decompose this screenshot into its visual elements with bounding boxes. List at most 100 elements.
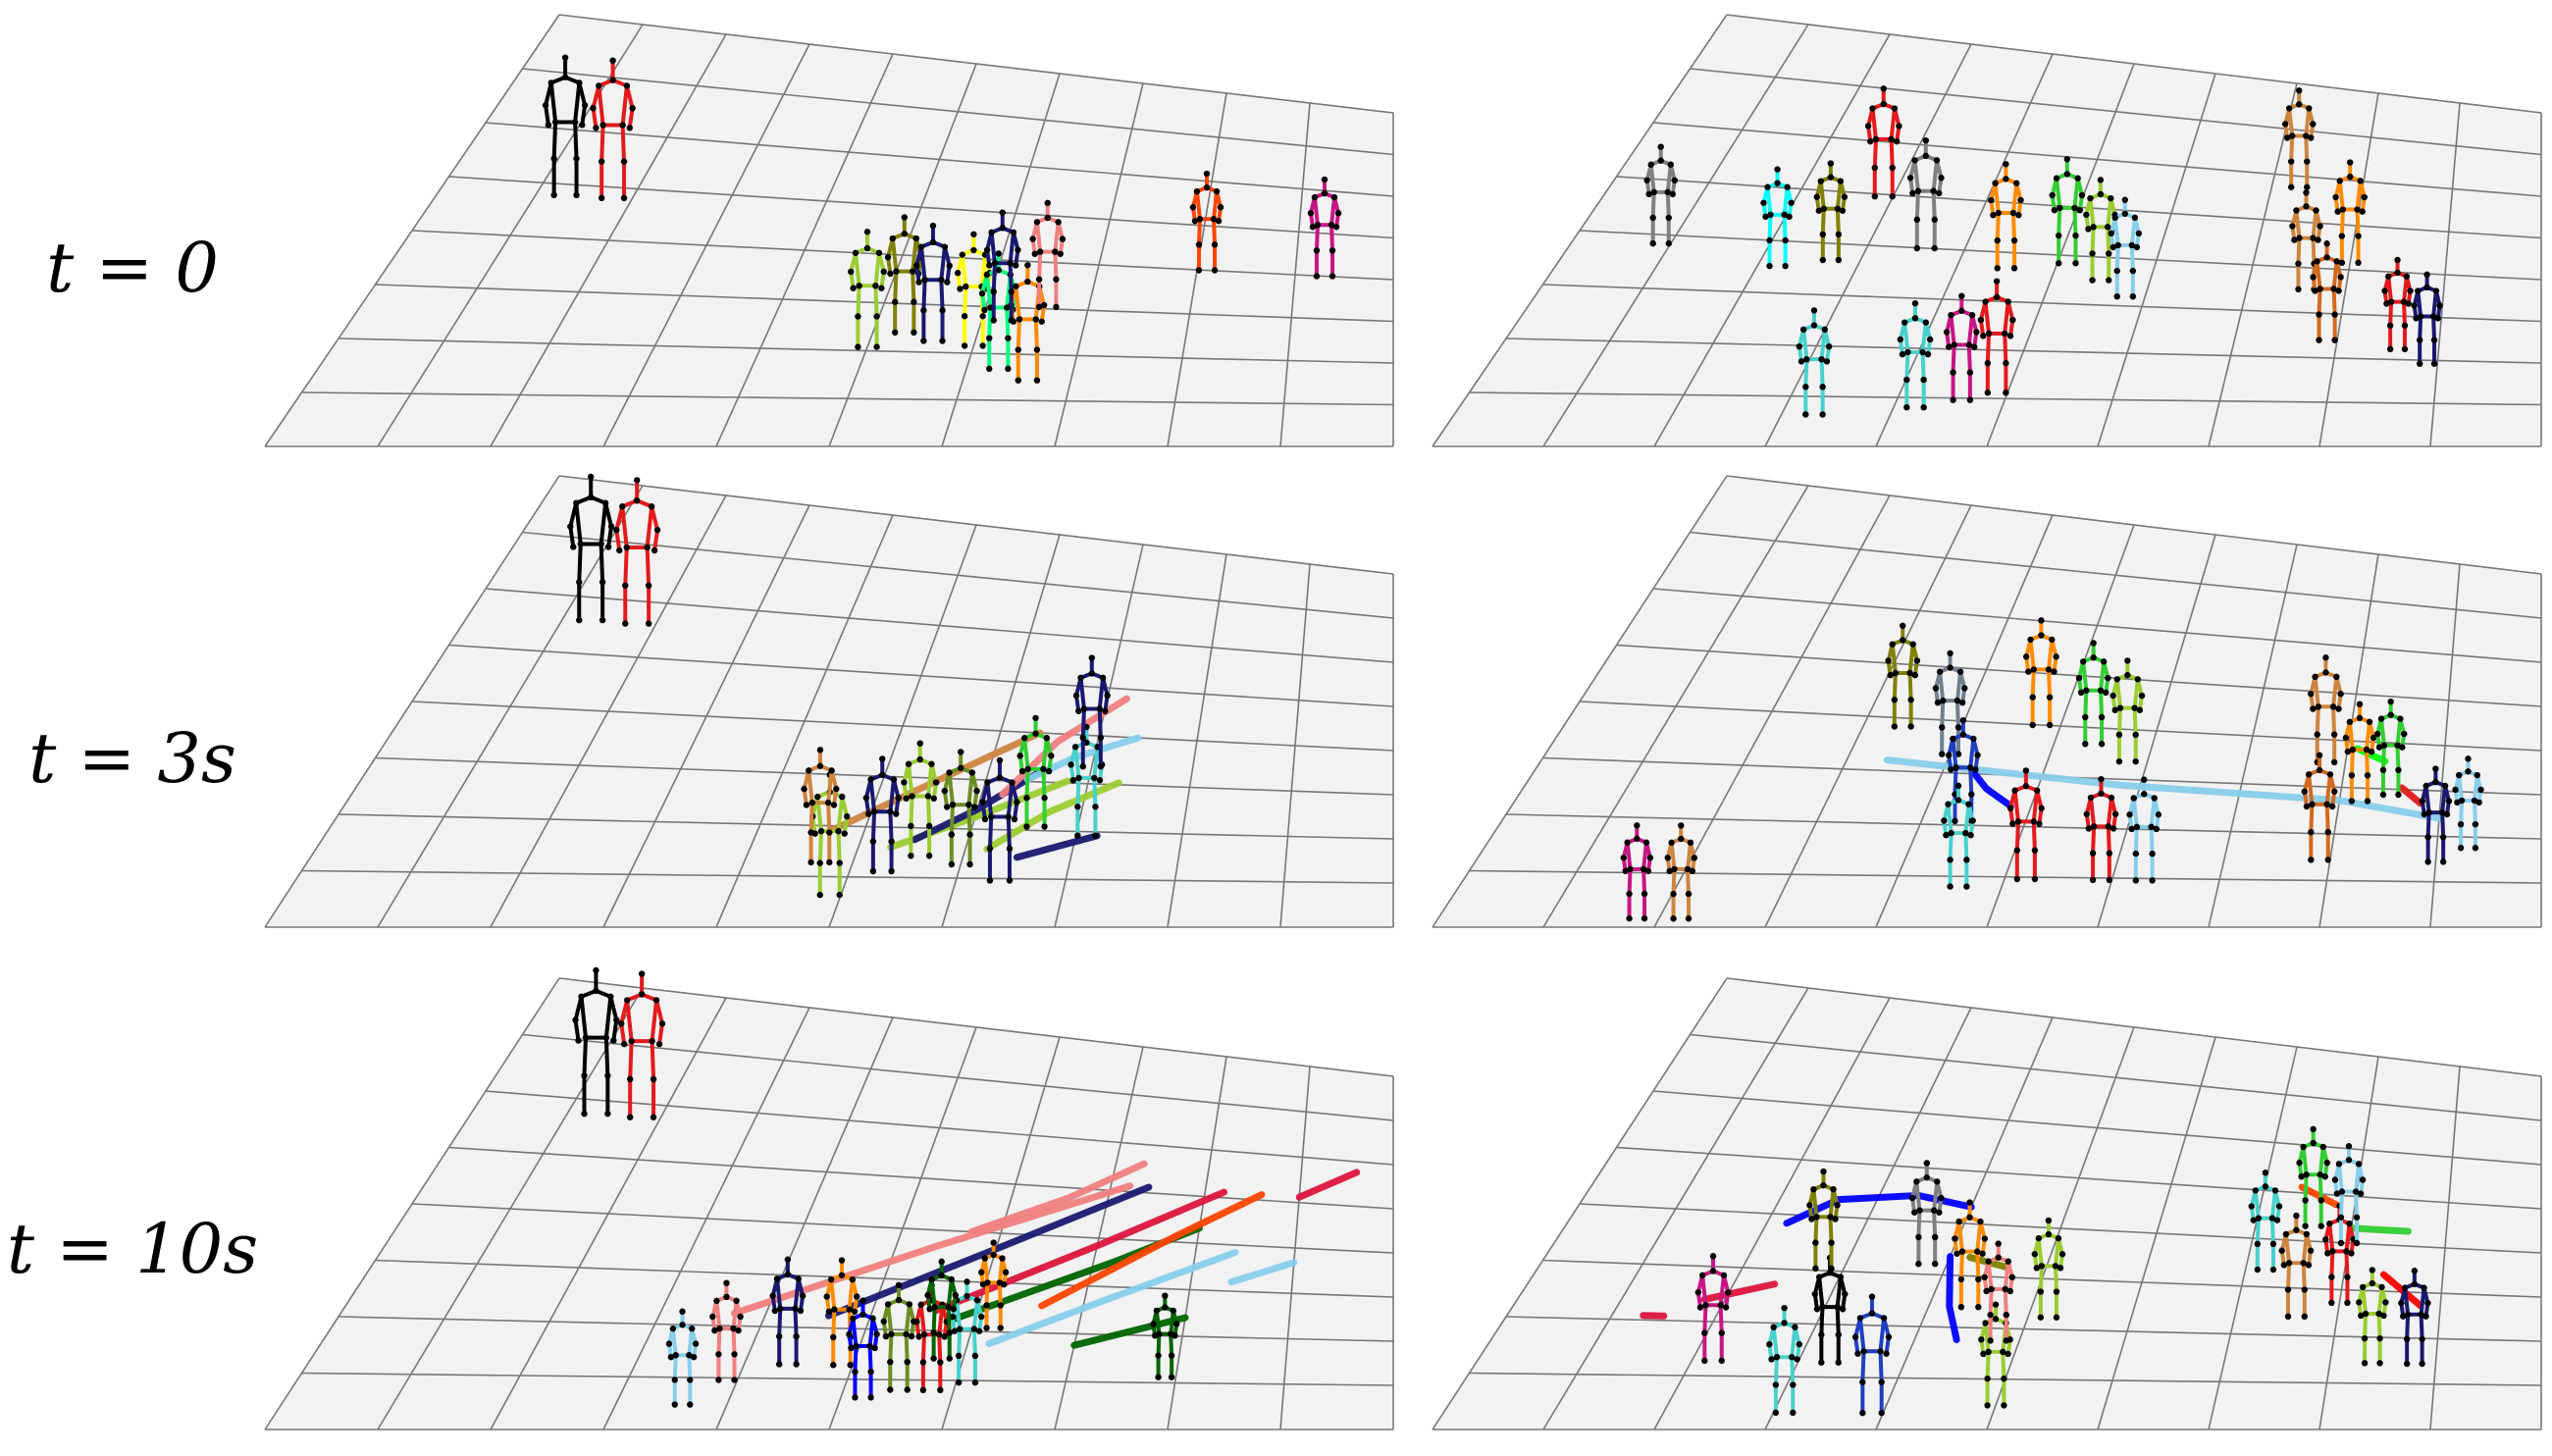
skeleton-joint — [650, 1075, 657, 1083]
skeleton-joint — [1941, 817, 1948, 824]
skeleton-joint — [1946, 752, 1953, 758]
skeleton-joint — [2283, 134, 2291, 141]
skeleton-joint — [1864, 123, 1872, 130]
skeleton-joint — [1818, 1359, 1825, 1366]
skeleton-figure — [1952, 1199, 1989, 1311]
skeleton-joint — [1972, 766, 1979, 773]
skeleton-joint — [2332, 193, 2339, 201]
skeleton-joint — [2010, 265, 2018, 272]
skeleton-figure — [1806, 1168, 1841, 1273]
skeleton-joint — [984, 1279, 991, 1286]
skeleton-joint — [1015, 346, 1021, 353]
skeleton-joint — [2324, 857, 2331, 863]
skeleton-joint — [1010, 229, 1017, 236]
skeleton-joint — [1955, 1218, 1962, 1225]
skeleton-joint — [795, 1275, 802, 1282]
skeleton-joint — [1981, 1274, 1988, 1281]
skeleton-joint — [588, 494, 595, 500]
skeleton-joint — [970, 246, 977, 254]
skeleton-joint — [2335, 705, 2342, 712]
skeleton-joint — [2271, 1187, 2279, 1194]
skeleton-joint — [2082, 741, 2089, 748]
skeleton-joint — [1053, 276, 1060, 283]
skeleton-joint — [1957, 1304, 1965, 1311]
skeleton-joint — [2108, 194, 2114, 202]
skeleton-joint — [1328, 247, 1336, 254]
trajectory-trail — [932, 1188, 1228, 1315]
skeleton-joint — [1970, 735, 1977, 743]
skeleton-joint — [2348, 1250, 2355, 1257]
skeleton-joint — [893, 268, 900, 275]
skeleton-joint — [841, 830, 848, 837]
skeleton-joint — [1987, 1337, 1994, 1344]
skeleton-joint — [1782, 262, 1789, 270]
skeleton-joint — [996, 1279, 1004, 1286]
skeleton-joint — [901, 779, 908, 786]
skeleton-joint — [2304, 183, 2311, 190]
skeleton-joint — [1694, 1289, 1701, 1296]
skeleton-joint — [1760, 199, 1767, 206]
skeleton-figure — [709, 1279, 744, 1383]
skeleton-joint — [1044, 199, 1051, 207]
skeleton-joint — [1818, 1331, 1825, 1338]
skeleton-joint — [1993, 278, 2001, 285]
skeleton-joint — [2432, 287, 2440, 294]
skeleton-joint — [996, 756, 1004, 764]
skeleton-joint — [1954, 751, 1962, 757]
skeleton-joint — [2432, 778, 2439, 786]
skeleton-joint — [801, 785, 807, 793]
skeleton-joint — [576, 579, 583, 586]
skeleton-joint — [1038, 318, 1045, 325]
skeleton-joint — [855, 313, 861, 320]
skeleton-joint — [2035, 1234, 2043, 1242]
skeleton-joint — [1947, 857, 1953, 863]
skeleton-joint — [2344, 1274, 2351, 1280]
skeleton-figure — [1016, 714, 1055, 830]
skeleton-joint — [988, 813, 995, 820]
skeleton-figure — [2126, 776, 2162, 884]
skeleton-joint — [2421, 1284, 2427, 1291]
skeleton-joint — [1934, 1178, 1941, 1185]
skeleton-joint — [572, 1016, 579, 1023]
skeleton-joint — [945, 1304, 952, 1311]
skeleton-joint — [2287, 158, 2295, 165]
skeleton-joint — [1868, 1310, 1876, 1317]
skeleton-joint — [2316, 337, 2322, 343]
skeleton-joint — [2293, 1226, 2300, 1233]
skeleton-joint — [1762, 213, 1769, 221]
skeleton-joint — [2108, 230, 2114, 237]
skeleton-joint — [1796, 342, 1803, 350]
skeleton-joint — [1210, 216, 1218, 223]
skeleton-joint — [2133, 243, 2141, 251]
skeleton-joint — [941, 243, 949, 250]
skeleton-joint — [613, 1016, 620, 1023]
skeleton-figure — [880, 1281, 917, 1393]
skeleton-joint — [1968, 791, 1975, 798]
skeleton-joint — [1961, 685, 1968, 692]
skeleton-joint — [1045, 767, 1053, 775]
skeleton-joint — [602, 1034, 610, 1041]
skeleton-joint — [1871, 192, 1878, 200]
skeleton-joint — [981, 306, 988, 314]
skeleton-joint — [2009, 209, 2017, 217]
skeleton-joint — [1644, 867, 1652, 874]
skeleton-joint — [2130, 795, 2137, 802]
skeleton-joint — [958, 749, 964, 755]
skeleton-joint — [1958, 1248, 1966, 1255]
skeleton-joint — [1915, 1233, 1922, 1241]
skeleton-joint — [895, 1296, 903, 1304]
skeleton-joint — [1854, 1350, 1861, 1357]
skeleton-joint — [2333, 258, 2340, 265]
skeleton-joint — [1950, 396, 1956, 403]
skeleton-joint — [873, 1330, 880, 1338]
skeleton-joint — [2330, 286, 2337, 292]
floor-plane — [1432, 978, 2541, 1430]
skeleton-joint — [2006, 333, 2014, 339]
skeleton-joint — [2000, 1348, 2006, 1356]
skeleton-joint — [2141, 776, 2148, 783]
skeleton-joint — [1889, 641, 1896, 648]
skeleton-joint — [2087, 794, 2095, 802]
skeleton-joint — [854, 1293, 860, 1300]
skeleton-joint — [792, 1305, 799, 1313]
skeleton-joint — [1818, 355, 1825, 363]
